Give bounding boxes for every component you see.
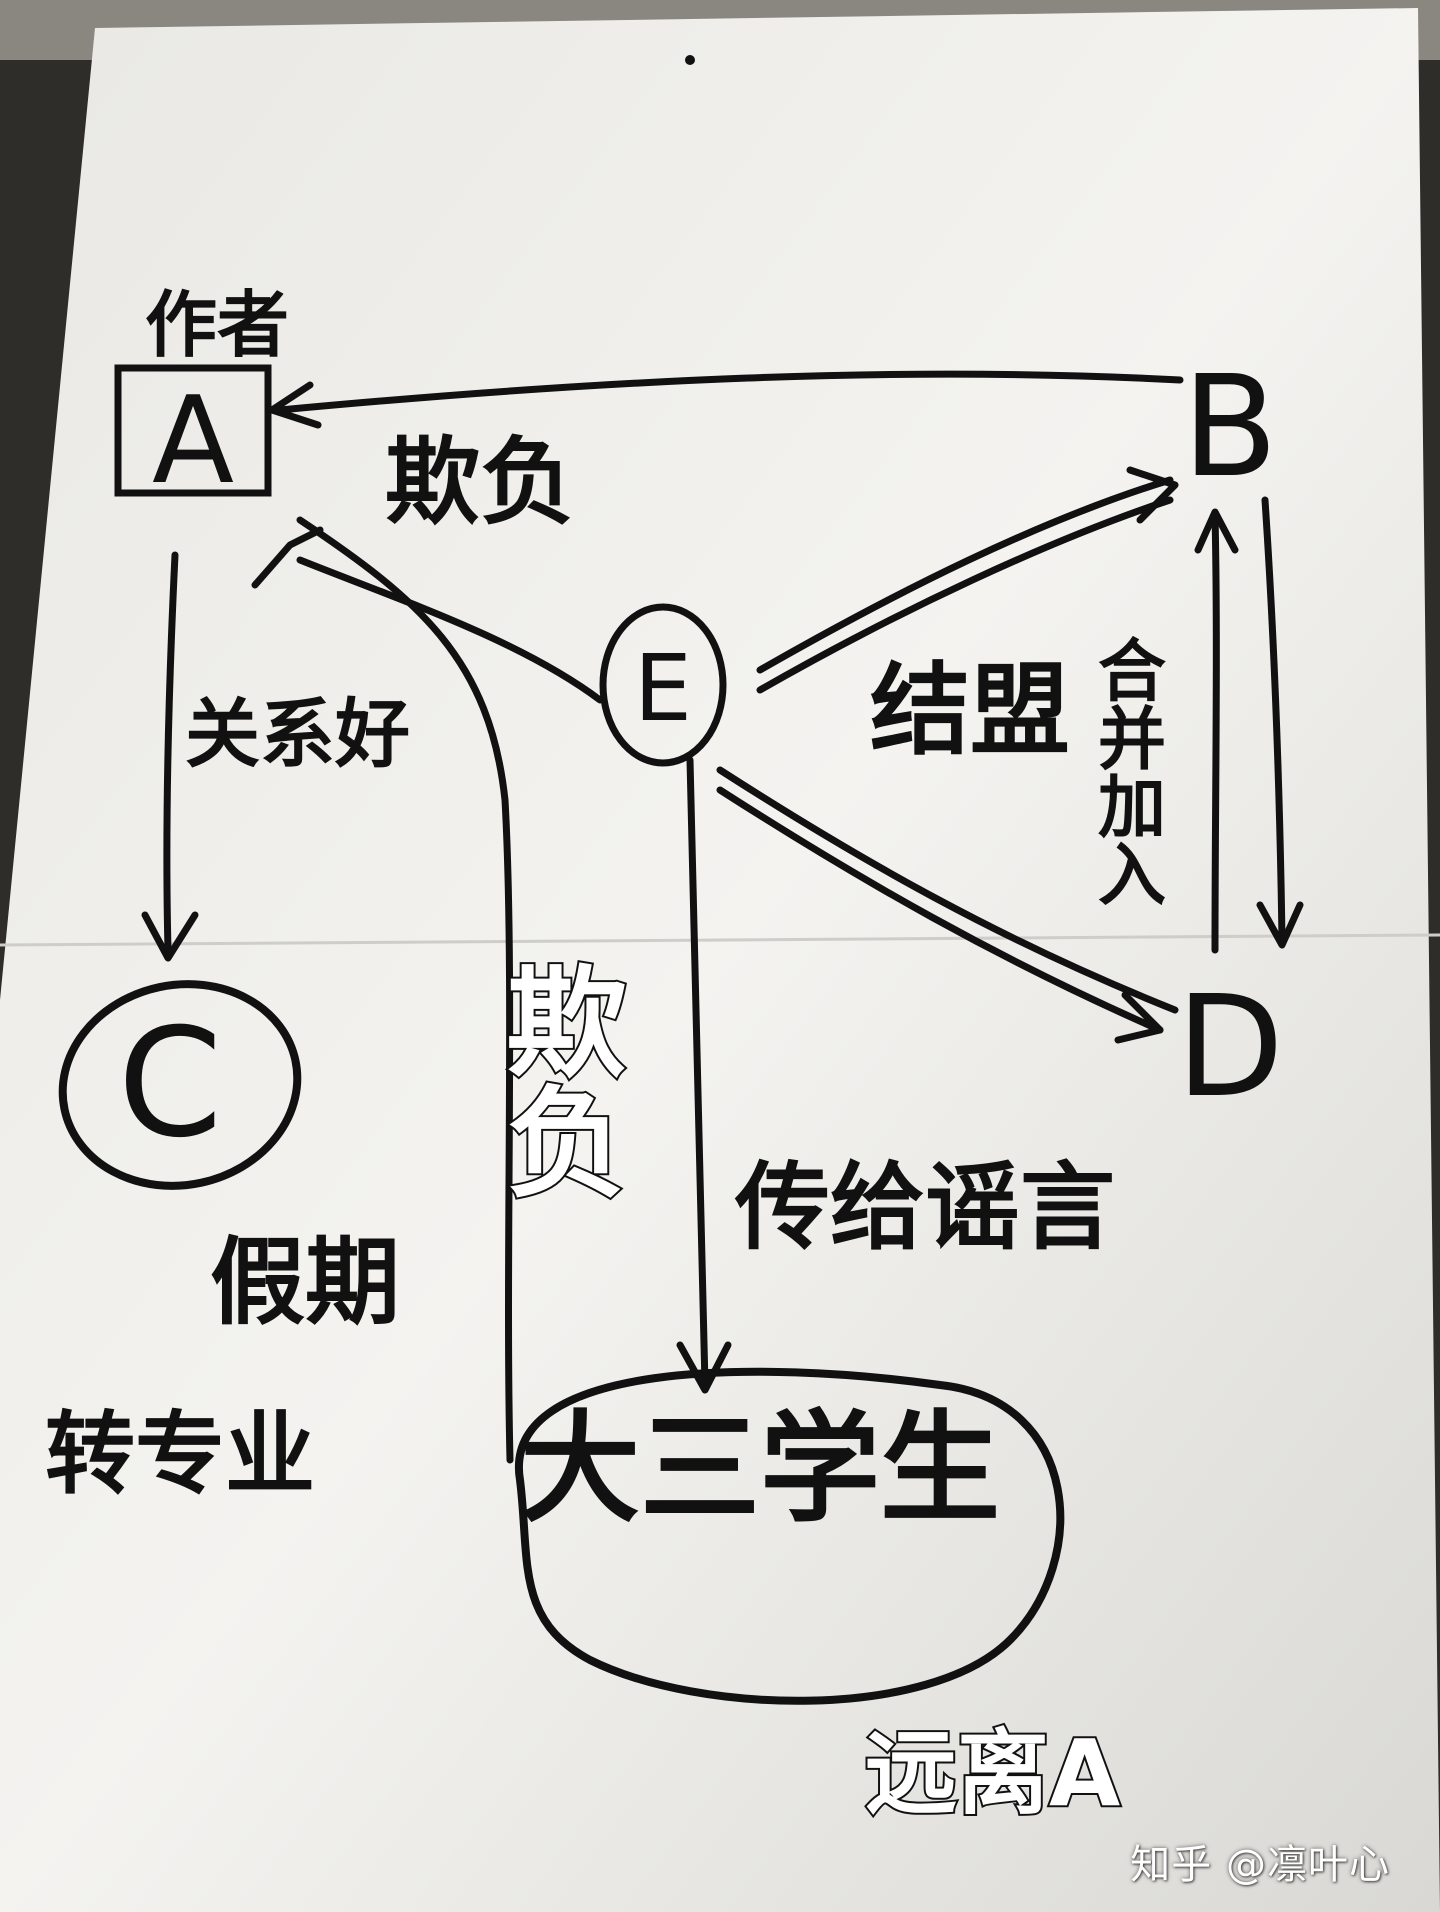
edge-b-to-d [1261,496,1286,944]
node-e: E [599,603,727,767]
node-c-note-transfer: 转专业 [45,1402,315,1507]
watermark-text: 知乎 @凛叶心 [1130,1842,1390,1888]
node-c-note-holiday: 假期 [210,1228,400,1338]
edge-b-to-a-arrowhead [268,381,322,429]
edge-a-to-c [163,551,179,954]
edge-e-to-b-second [756,496,1174,694]
edge-e-to-d-second [716,786,1164,1034]
edge-e-to-a [296,556,604,704]
edge-e-to-students [686,756,709,1389]
edge-label-b-to-a: 欺负 [385,428,575,538]
node-a-caption: 作者 [145,283,289,367]
edge-a-to-c-arrowhead [141,911,199,962]
edge-label-a-to-c: 关系好 [185,690,410,778]
edge-d-to-b-arrowhead [1194,508,1239,554]
node-c-label: C [118,997,223,1171]
edge-e-to-a-arrowhead [251,526,324,589]
node-students-note: 远离A [865,1720,1120,1827]
node-a-label: A [152,372,234,511]
node-a-box [114,364,272,497]
edge-e-to-d-arrowhead [1114,991,1164,1044]
node-c: C [58,980,302,1190]
node-e-circle [599,603,727,767]
edge-e-to-b [756,476,1174,674]
edge-label-e-to-b: 结盟 [870,652,1070,769]
node-c-circle [58,980,302,1190]
edge-b-to-d-arrowhead [1256,901,1304,949]
edge-label-b-d-merge: 合并加入 [1086,635,1166,907]
paper-fold [0,933,1440,947]
ink-dot [685,55,695,65]
node-e-label: E [634,635,692,742]
edge-label-e-to-students: 传给谣言 [734,1153,1115,1263]
edge-label-e-to-a: 欺负 [486,960,626,1200]
node-students-label: 大三学生 [520,1400,1000,1539]
edge-e-to-d [716,766,1179,1014]
node-a: A [114,364,272,511]
node-d-label: D [1176,966,1284,1129]
paper-sheet [0,8,1440,1912]
edge-e-to-a-loop [296,516,514,1464]
edge-b-to-a [276,370,1184,414]
edge-d-to-b [1211,511,1220,954]
node-b-label: B [1182,346,1278,509]
edge-e-to-b-arrowhead [1126,466,1179,524]
edge-e-to-students-arrowhead [676,1341,732,1394]
